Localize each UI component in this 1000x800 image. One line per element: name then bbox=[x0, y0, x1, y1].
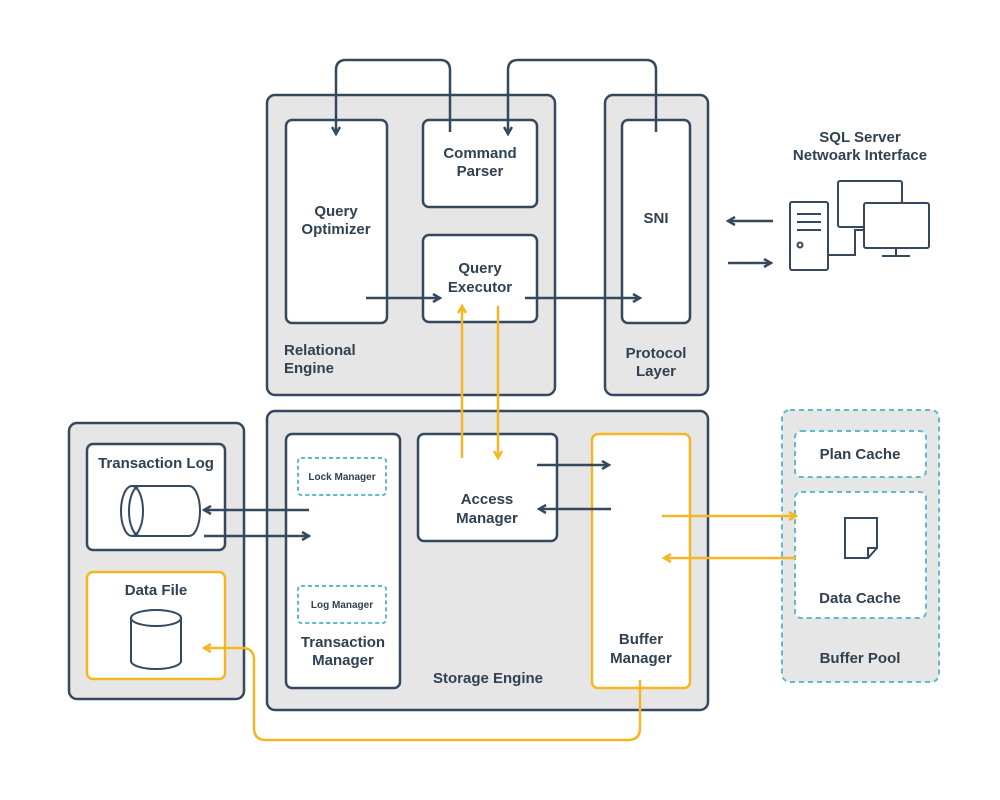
log-cylinder-icon bbox=[120, 485, 201, 537]
sni-label: SNI bbox=[643, 210, 668, 227]
transaction-manager-label-line1: Transaction bbox=[301, 634, 385, 651]
data-file-label: Data File bbox=[125, 582, 188, 599]
buffer-manager-label-line1: Buffer bbox=[619, 631, 663, 648]
query-optimizer-label-line2: Optimizer bbox=[301, 221, 370, 238]
protocol-layer-label-line2: Layer bbox=[636, 363, 676, 380]
access-manager-label-line1: Access bbox=[461, 491, 514, 508]
data-cache-label: Data Cache bbox=[819, 590, 901, 607]
buffer-pool-label: Buffer Pool bbox=[820, 650, 901, 667]
relational-engine-label-line2: Engine bbox=[284, 360, 334, 377]
buffer-manager-box[interactable]: Buffer Manager bbox=[590, 432, 692, 690]
query-optimizer-box[interactable]: Query Optimizer bbox=[284, 118, 389, 325]
network-interface-label-line1: SQL Server bbox=[819, 129, 901, 146]
transaction-log-label: Transaction Log bbox=[98, 455, 214, 472]
query-executor-label-line1: Query bbox=[458, 260, 502, 277]
dark-connectors bbox=[204, 58, 773, 536]
transaction-log-box[interactable]: Transaction Log bbox=[85, 442, 227, 552]
lock-manager-box[interactable]: Lock Manager bbox=[297, 457, 387, 496]
relational-engine-label-line1: Relational bbox=[284, 342, 356, 359]
database-icon bbox=[130, 609, 182, 670]
network-interface-title: SQL Server Netwoark Interface bbox=[793, 129, 927, 164]
command-parser-box[interactable]: Command Parser bbox=[421, 118, 539, 209]
transaction-manager-box[interactable]: Transaction Manager bbox=[284, 432, 402, 690]
document-icon bbox=[844, 517, 878, 559]
storage-engine-label: Storage Engine bbox=[433, 670, 543, 687]
parser-to-optimizer-arrow bbox=[336, 58, 452, 134]
network-interface-label-line2: Netwoark Interface bbox=[793, 147, 927, 164]
sni-box[interactable]: SNI bbox=[620, 118, 692, 325]
log-manager-box[interactable]: Log Manager bbox=[297, 585, 387, 624]
transaction-manager-label-line2: Manager bbox=[312, 652, 374, 669]
command-parser-label-line2: Parser bbox=[457, 163, 504, 180]
yellow-connectors bbox=[204, 306, 796, 742]
access-manager-label-line2: Manager bbox=[456, 510, 518, 527]
computer-network-icon bbox=[789, 180, 930, 271]
command-parser-label-line1: Command bbox=[443, 145, 516, 162]
buffer-to-datafile-arrow bbox=[204, 648, 642, 742]
plan-cache-box[interactable]: Plan Cache bbox=[794, 430, 927, 478]
lock-manager-label: Lock Manager bbox=[308, 472, 375, 483]
sni-to-parser-arrow bbox=[508, 58, 658, 134]
query-optimizer-label-line1: Query bbox=[314, 203, 358, 220]
log-manager-label: Log Manager bbox=[311, 600, 373, 611]
protocol-layer-label-line1: Protocol bbox=[626, 345, 687, 362]
query-executor-box[interactable]: Query Executor bbox=[421, 233, 539, 324]
buffer-manager-label-line2: Manager bbox=[610, 650, 672, 667]
query-executor-label-line2: Executor bbox=[448, 279, 512, 296]
access-manager-box[interactable]: Access Manager bbox=[416, 432, 559, 543]
plan-cache-label: Plan Cache bbox=[820, 446, 901, 463]
